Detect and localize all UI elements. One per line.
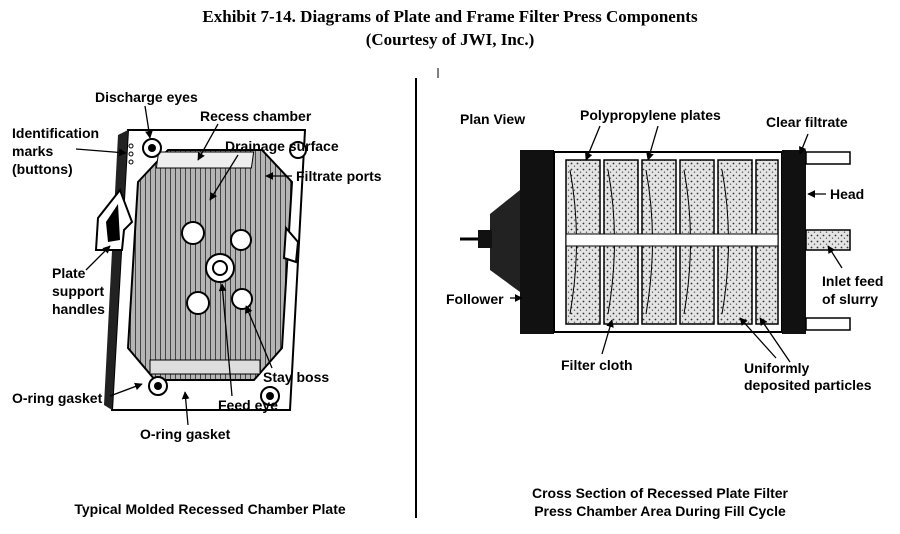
follower-block: [520, 150, 554, 334]
exhibit-title: Exhibit 7-14. Diagrams of Plate and Fram…: [202, 7, 698, 26]
label-uniform-1: Uniformly: [744, 360, 810, 376]
label-clear-filtrate: Clear filtrate: [766, 114, 848, 130]
caption-right-2: Press Chamber Area During Fill Cycle: [534, 503, 786, 519]
label-plate-1: Plate: [52, 265, 86, 281]
stay-boss-2: [230, 229, 252, 251]
support-handle-right: [282, 225, 300, 264]
stay-boss-3: [186, 291, 210, 315]
press-chamber-drawing: [460, 150, 851, 334]
exhibit-subtitle: (Courtesy of JWI, Inc.): [365, 30, 535, 49]
label-inlet-1: Inlet feed: [822, 273, 884, 289]
label-identification-2: marks: [12, 143, 54, 159]
label-filtrate-ports: Filtrate ports: [296, 168, 382, 184]
stay-boss-1: [181, 221, 205, 245]
label-oring-bottom: O-ring gasket: [140, 426, 231, 442]
label-feed-eye: Feed eye: [218, 397, 278, 413]
caption-left: Typical Molded Recessed Chamber Plate: [74, 501, 346, 517]
label-discharge-eyes: Discharge eyes: [95, 89, 198, 105]
label-recess-chamber: Recess chamber: [200, 108, 312, 124]
filtrate-pipe: [805, 151, 851, 165]
label-inlet-2: of slurry: [822, 291, 879, 307]
left-leader-lines: [75, 105, 292, 426]
follower-cone: [490, 190, 520, 292]
discharge-eye-topright: [289, 141, 307, 159]
label-plan-view: Plan View: [460, 111, 526, 127]
label-identification-3: (buttons): [12, 161, 73, 177]
label-filter-cloth: Filter cloth: [561, 357, 633, 373]
label-polypropylene-plates: Polypropylene plates: [580, 107, 721, 123]
caption-right-1: Cross Section of Recessed Plate Filter: [532, 485, 788, 501]
label-uniform-2: deposited particles: [744, 377, 872, 393]
bottom-port-strip: [149, 359, 261, 375]
recessed-plate-drawing: [94, 129, 307, 411]
head-block: [782, 150, 806, 334]
stay-boss-4: [231, 288, 253, 310]
label-plate-2: support: [52, 283, 105, 299]
label-oring-left: O-ring gasket: [12, 390, 103, 406]
label-follower: Follower: [446, 291, 504, 307]
label-drainage-surface: Drainage surface: [225, 138, 339, 154]
bottom-pipe: [805, 317, 851, 331]
label-stay-boss: Stay boss: [263, 369, 330, 385]
filtrate-ports-strip: [155, 151, 255, 169]
right-leader-lines: [510, 125, 843, 363]
label-identification-1: Identification: [12, 125, 100, 141]
label-plate-3: handles: [52, 301, 105, 317]
label-head: Head: [830, 186, 865, 202]
